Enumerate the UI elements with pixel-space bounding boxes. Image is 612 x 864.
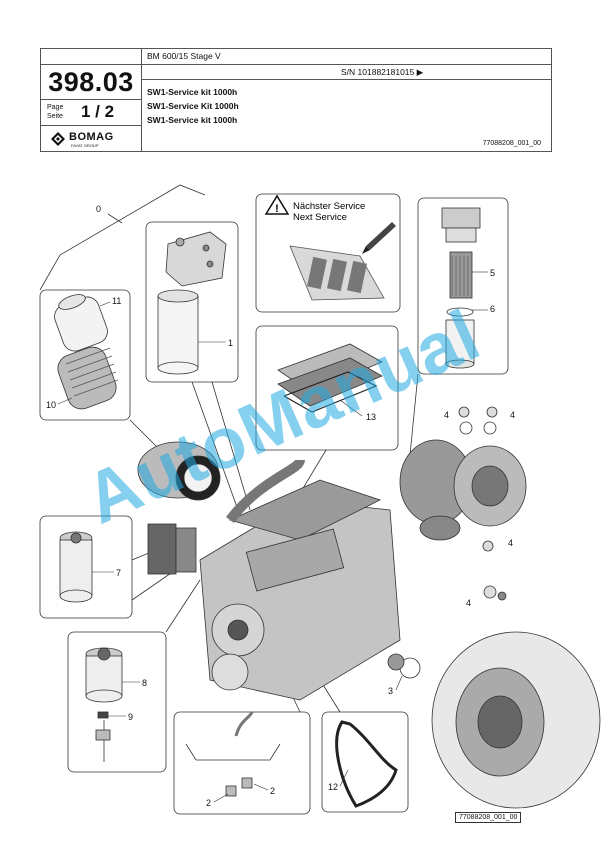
service-label-sticker xyxy=(289,245,385,301)
drive-belt xyxy=(335,720,398,808)
callout-4c: 4 xyxy=(508,538,513,548)
bomag-logo-icon xyxy=(51,132,65,146)
brand-sub: FAYAT GROUP xyxy=(71,143,99,148)
callout-5: 5 xyxy=(490,268,495,278)
drive-gearbox xyxy=(399,406,527,601)
callout-4d: 4 xyxy=(466,598,471,608)
serial-number: S/N 101882181015 ▶ xyxy=(141,65,551,80)
fuel-filter-housing xyxy=(441,207,481,369)
document-reference: 77088208_001_00 xyxy=(482,140,541,147)
callout-2a: 2 xyxy=(206,798,211,808)
page-label-en: Seite xyxy=(47,113,63,120)
callout-9: 9 xyxy=(128,712,133,722)
fuel-filter-7 xyxy=(59,531,93,603)
callout-13: 13 xyxy=(366,412,376,422)
page-row: Page Seite 1 / 2 xyxy=(41,100,141,126)
callout-4a: 4 xyxy=(444,410,449,420)
brand-name: BOMAG xyxy=(69,131,114,143)
kit-title-3: SW1-Service kit 1000h xyxy=(147,115,238,125)
callout-6: 6 xyxy=(490,304,495,314)
callout-1: 1 xyxy=(228,338,233,348)
engine-assembly xyxy=(137,441,401,701)
drain-plugs xyxy=(185,711,281,797)
page-number: 1 / 2 xyxy=(81,102,115,121)
callout-8: 8 xyxy=(142,678,147,688)
document-number: 398.03 xyxy=(41,65,141,100)
title-block-left: 398.03 Page Seite 1 / 2 BOMAG FAYAT GROU… xyxy=(41,49,142,151)
kit-title-2: SW1-Service Kit 1000h xyxy=(147,101,239,111)
prefilter-8 xyxy=(85,647,123,762)
service-sign-text-1: Nächster Service xyxy=(293,201,365,212)
callout-3: 3 xyxy=(388,686,393,696)
page-labels: Page Seite xyxy=(47,103,63,121)
kit-title-1: SW1-Service kit 1000h xyxy=(147,87,238,97)
callout-7: 7 xyxy=(116,568,121,578)
svg-text:!: ! xyxy=(275,203,279,215)
service-sign-text-2: Next Service xyxy=(293,212,347,223)
callout-0: 0 xyxy=(96,204,101,214)
title-block-right: BM 600/15 Stage V S/N 101882181015 ▶ SW1… xyxy=(141,49,551,151)
page-label-de: Page xyxy=(47,104,64,111)
valve-cover-gasket xyxy=(277,343,383,413)
callout-10: 10 xyxy=(46,400,56,410)
brand-logo: BOMAG FAYAT GROUP xyxy=(41,126,141,152)
callout-2b: 2 xyxy=(270,786,275,796)
callout-11: 11 xyxy=(112,296,121,306)
kit-titles: SW1-Service kit 1000h SW1-Service Kit 10… xyxy=(141,80,551,127)
model-name: BM 600/15 Stage V xyxy=(141,49,551,65)
blank-cell xyxy=(41,49,141,65)
figure-reference: 77088208_001_00 xyxy=(455,812,522,823)
callout-12: 12 xyxy=(328,782,338,792)
callout-4b: 4 xyxy=(510,410,515,420)
oil-filter-assembly xyxy=(157,231,227,375)
title-block: 398.03 Page Seite 1 / 2 BOMAG FAYAT GROU… xyxy=(40,48,552,152)
drum-wheel xyxy=(387,631,601,809)
air-filter-elements xyxy=(54,294,119,410)
pen-icon xyxy=(362,222,396,254)
exploded-parts-diagram: ! Nächster Service Next Service xyxy=(39,184,601,815)
